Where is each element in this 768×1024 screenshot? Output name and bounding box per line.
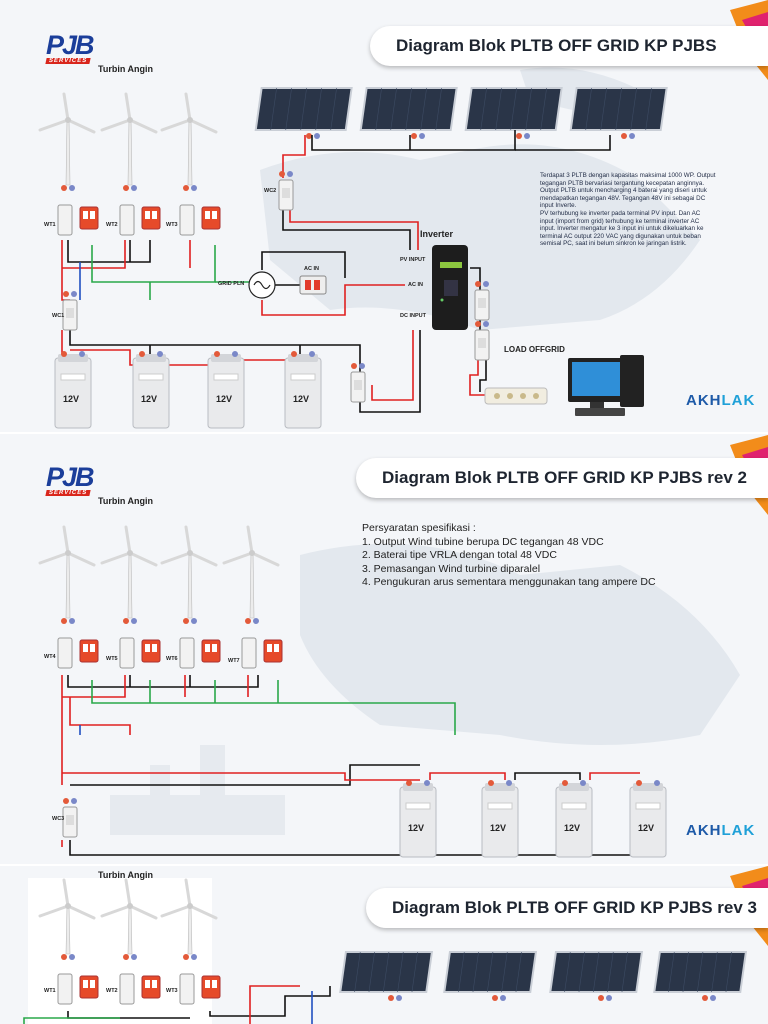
battery-3: 12V [207, 351, 245, 429]
akhlak-left: AKH [686, 392, 722, 409]
solar-panel-3 [464, 87, 563, 139]
akhlak-logo-2: AKHLAK [686, 822, 755, 839]
desc-line: semisal PC, saat ini belum sinkron ke ja… [540, 240, 687, 248]
dc-input-label: DC INPUT [400, 313, 426, 319]
desc-line: PV terhubung ke inverter pada terminal P… [540, 209, 701, 217]
battery-voltage-label: 12V [63, 394, 79, 404]
battery-voltage-label: 12V [490, 823, 506, 833]
desc-line: tegangan PLTB bervariasi tergantung kece… [540, 179, 705, 187]
battery-breaker [350, 363, 366, 403]
wc2-controller [278, 171, 294, 211]
requirements-list: Persyaratan spesifikasi : 1. Output Wind… [362, 522, 656, 590]
slide-2-diagram: 12V 12V 12V 12V [38, 435, 768, 858]
wind-turbine-4 [38, 525, 99, 669]
requirement-item: 1. Output Wind tubine berupa DC tegangan… [362, 535, 604, 548]
akhlak-logo: AKHLAK [686, 392, 755, 409]
battery-2: 12V [132, 351, 170, 429]
battery-rev2-2: 12V [481, 780, 519, 858]
requirement-item: 2. Baterai tipe VRLA dengan total 48 VDC [362, 549, 557, 562]
wt5-label: WT5 [106, 656, 118, 662]
wind-turbine-7 [222, 525, 283, 669]
solar-panel-rev3-2 [443, 951, 538, 1001]
desc-line: input (import from grid) terhubung ke te… [540, 217, 700, 225]
battery-rev2-3: 12V [555, 780, 593, 858]
wt7-label: WT7 [228, 658, 240, 664]
wind-turbine-6 [160, 525, 221, 669]
wind-turbine-rev3-1 [38, 878, 99, 1005]
ac-in-inverter-label: AC IN [408, 282, 423, 288]
slide-1-description: Terdapat 3 PLTB dengan kapasitas maksima… [540, 172, 740, 248]
slide-1-title: Diagram Blok PLTB OFF GRID KP PJBS [370, 26, 768, 66]
wc3-label: WC3 [52, 816, 65, 822]
slide-separator [0, 432, 768, 434]
battery-voltage-label: 12V [638, 823, 654, 833]
wt3-label: WT3 [166, 222, 178, 228]
grid-pln-label: GRID PLN [218, 281, 245, 287]
pv-input-label: PV INPUT [400, 257, 426, 263]
wind-turbine-3 [160, 92, 221, 236]
wind-turbine-1 [38, 92, 99, 236]
wind-turbine-2 [100, 92, 161, 236]
desc-line: Output PLTB untuk mencharging 4 baterai … [540, 187, 707, 195]
requirement-item: 4. Pengukuran arus sementara menggunakan… [362, 576, 656, 589]
turbin-angin-label: Turbin Angin [98, 64, 153, 74]
pjb-services-logo-2: PJB SERVICES [45, 462, 95, 496]
wt1-label: WT1 [44, 222, 56, 228]
inverter-label: Inverter [420, 229, 454, 239]
battery-voltage-label: 12V [293, 394, 309, 404]
turbin-angin-label-2: Turbin Angin [98, 496, 153, 506]
wc3-controller [62, 798, 78, 838]
battery-rev2-4: 12V [629, 780, 667, 858]
ac-in-breaker-label: AC IN [304, 266, 319, 272]
solar-panel-rev3-4 [653, 951, 748, 1001]
battery-rev2-1: 12V [399, 780, 437, 858]
desc-line: input. Inverter mengatur ke 3 input ini … [540, 225, 704, 233]
akhlak-right: LAK [721, 822, 756, 839]
wc1-label: WC1 [52, 313, 65, 319]
slide-3-title: Diagram Blok PLTB OFF GRID KP PJBS rev 3 [366, 888, 768, 928]
pjb-services-logo: PJB SERVICES [45, 30, 95, 64]
akhlak-left: AKH [686, 822, 722, 839]
turbin-angin-label-3: Turbin Angin [98, 870, 153, 880]
akhlak-right: LAK [721, 392, 756, 409]
desc-line: terminal AC output 220 VAC yang digunaka… [540, 232, 701, 240]
slide-1: 12V 12V 12V 12V PJB SERVICES Diagram Blok P… [0, 0, 768, 432]
wt6-label: WT6 [166, 656, 178, 662]
load-offgrid-label: LOAD OFFGRID [504, 345, 565, 354]
requirements-title: Persyaratan spesifikasi : [362, 522, 476, 534]
load-breaker [474, 321, 490, 361]
wt2-label: WT2 [106, 222, 118, 228]
slide-2-title: Diagram Blok PLTB OFF GRID KP PJBS rev 2 [356, 458, 768, 498]
wc1-controller [62, 291, 78, 331]
wt4-label: WT4 [44, 654, 56, 660]
wt2-label-3: WT2 [106, 988, 118, 994]
solar-panel-rev3-1 [339, 951, 434, 1001]
slide-separator-2 [0, 864, 768, 866]
battery-voltage-label: 12V [408, 823, 424, 833]
solar-panel-4 [569, 87, 668, 139]
wind-turbine-rev3-2 [100, 878, 161, 1005]
wt3-label-3: WT3 [166, 988, 178, 994]
solar-panel-rev3-3 [549, 951, 644, 1001]
battery-voltage-label: 12V [564, 823, 580, 833]
slide-1-diagram: 12V 12V 12V 12V [38, 0, 768, 429]
desc-line: input Inverte. [540, 202, 577, 210]
battery-voltage-label: 12V [216, 394, 232, 404]
slide-2: 12V 12V 12V 12V PJB SERVICES Diagram Blok P… [0, 434, 768, 864]
requirement-item: 3. Pemasangan Wind turbine diparalel [362, 562, 541, 575]
solar-panel-2 [359, 87, 458, 139]
slide-3-diagram [23, 866, 768, 1024]
battery-4: 12V [284, 351, 322, 429]
slide-3: Diagram Blok PLTB OFF GRID KP PJBS rev 3… [0, 866, 768, 1024]
battery-voltage-label: 12V [141, 394, 157, 404]
output-breaker [474, 281, 490, 321]
solar-panel-1 [254, 87, 353, 139]
battery-1: 12V [54, 351, 92, 429]
wind-turbine-5 [100, 525, 161, 669]
desc-line: mendapatkan tegangan 48V. Tegangan 48V i… [540, 194, 706, 202]
wc2-label: WC2 [264, 188, 277, 194]
wind-turbine-rev3-3 [160, 878, 221, 1005]
wt1-label-3: WT1 [44, 988, 56, 994]
desc-line: Terdapat 3 PLTB dengan kapasitas maksima… [540, 172, 716, 179]
